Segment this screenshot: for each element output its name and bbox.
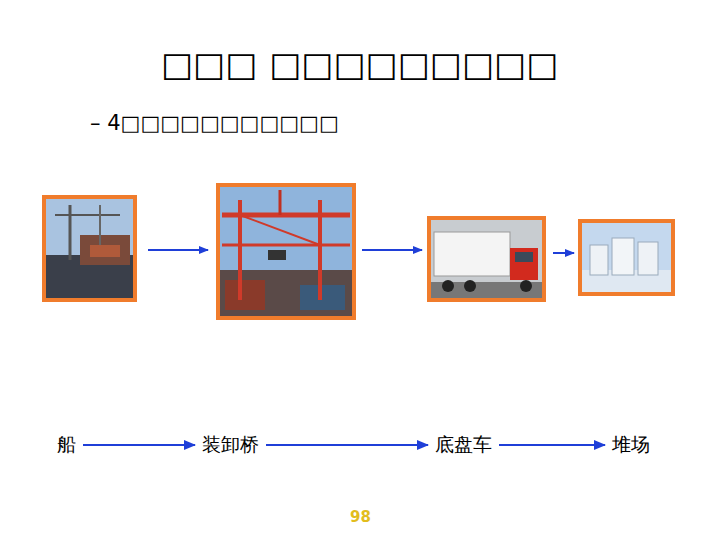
stage-text: 装卸桥 bbox=[202, 432, 259, 458]
subtitle: – 4□□□□□□□□□□□ bbox=[90, 111, 339, 135]
stage-text: 船 bbox=[57, 432, 76, 458]
photo-arrow bbox=[362, 249, 422, 251]
truck-photo bbox=[427, 216, 546, 302]
photo-arrow bbox=[553, 252, 574, 254]
slide-title: □□□ □□□□□□□□□ bbox=[161, 44, 558, 84]
stage-text: 底盘车 bbox=[435, 432, 492, 458]
page-number: 98 bbox=[350, 508, 371, 526]
photo-arrow bbox=[148, 249, 208, 251]
stage-label: 堆场 bbox=[609, 430, 653, 460]
stage-label: 船 bbox=[54, 430, 79, 460]
stage-text: 堆场 bbox=[612, 432, 650, 458]
stage-label: 底盘车 bbox=[432, 430, 495, 460]
ship-photo bbox=[42, 195, 137, 302]
flow-arrow bbox=[499, 444, 605, 446]
flow-arrow bbox=[266, 444, 428, 446]
stage-label: 装卸桥 bbox=[199, 430, 262, 460]
crane-photo bbox=[216, 183, 356, 320]
yard-photo bbox=[578, 219, 675, 296]
flow-arrow bbox=[83, 444, 195, 446]
